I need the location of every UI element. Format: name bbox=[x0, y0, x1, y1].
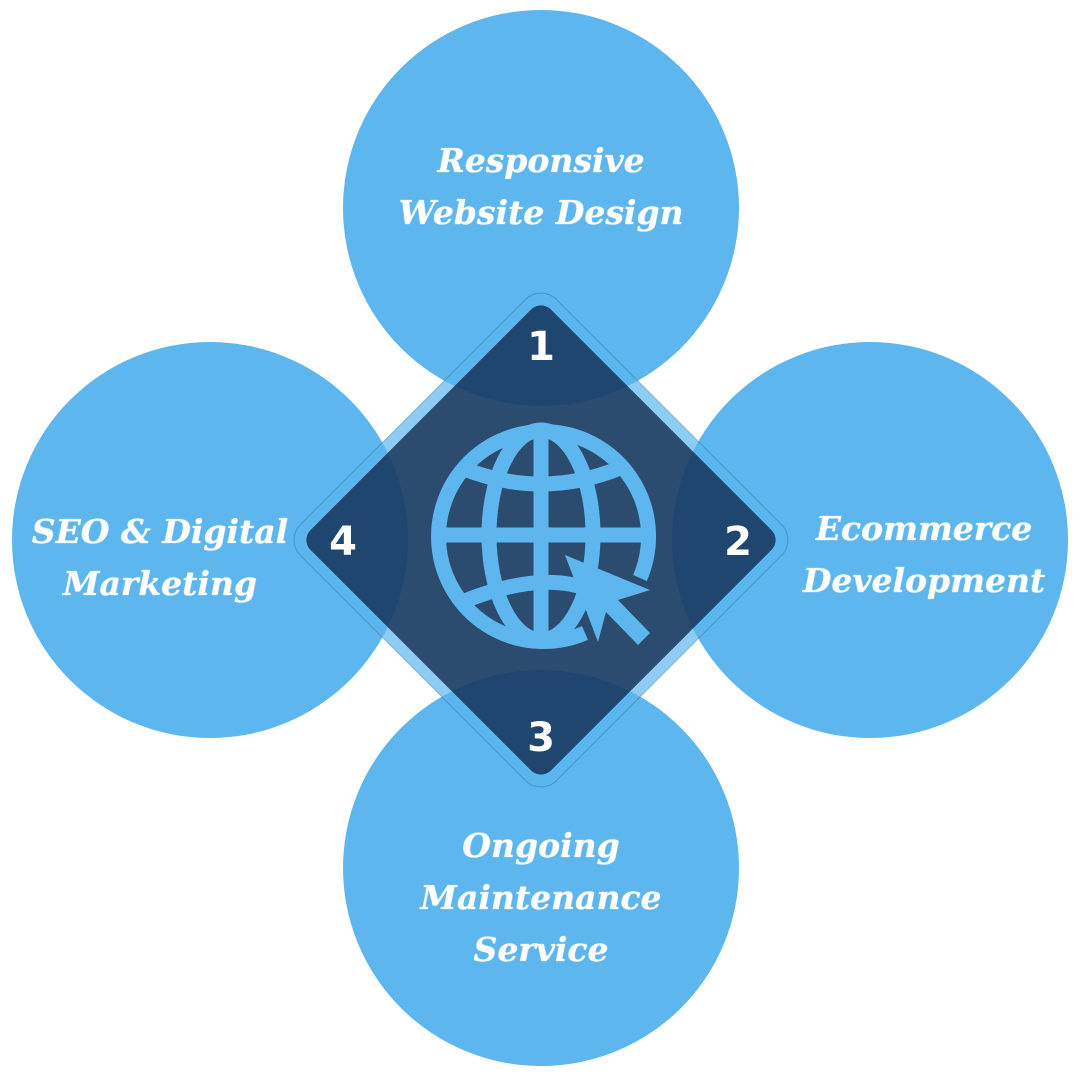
label-line: Website Design bbox=[398, 193, 684, 232]
circle-seo bbox=[12, 342, 408, 738]
number-1: 1 bbox=[527, 324, 555, 370]
number-3: 3 bbox=[527, 715, 555, 761]
label-line: Ongoing bbox=[462, 826, 620, 865]
label-line: Marketing bbox=[62, 564, 257, 603]
circle-maintenance bbox=[343, 670, 739, 1066]
label-maintenance: Ongoing Maintenance Service bbox=[361, 820, 721, 976]
label-line: Responsive bbox=[437, 141, 645, 180]
label-line: Service bbox=[473, 930, 609, 969]
number-4: 4 bbox=[329, 519, 357, 565]
label-line: SEO & Digital bbox=[31, 512, 289, 551]
label-ecommerce: Ecommerce Development bbox=[744, 503, 1080, 607]
label-line: Development bbox=[802, 561, 1046, 600]
cursor-arrow bbox=[565, 555, 650, 645]
label-responsive-design: Responsive Website Design bbox=[361, 135, 721, 239]
circle-responsive-design bbox=[343, 10, 739, 406]
label-line: Ecommerce bbox=[815, 509, 1033, 548]
label-seo: SEO & Digital Marketing bbox=[0, 506, 340, 610]
number-2: 2 bbox=[724, 519, 752, 565]
circle-ecommerce bbox=[672, 342, 1068, 738]
label-line: Maintenance bbox=[420, 878, 662, 917]
